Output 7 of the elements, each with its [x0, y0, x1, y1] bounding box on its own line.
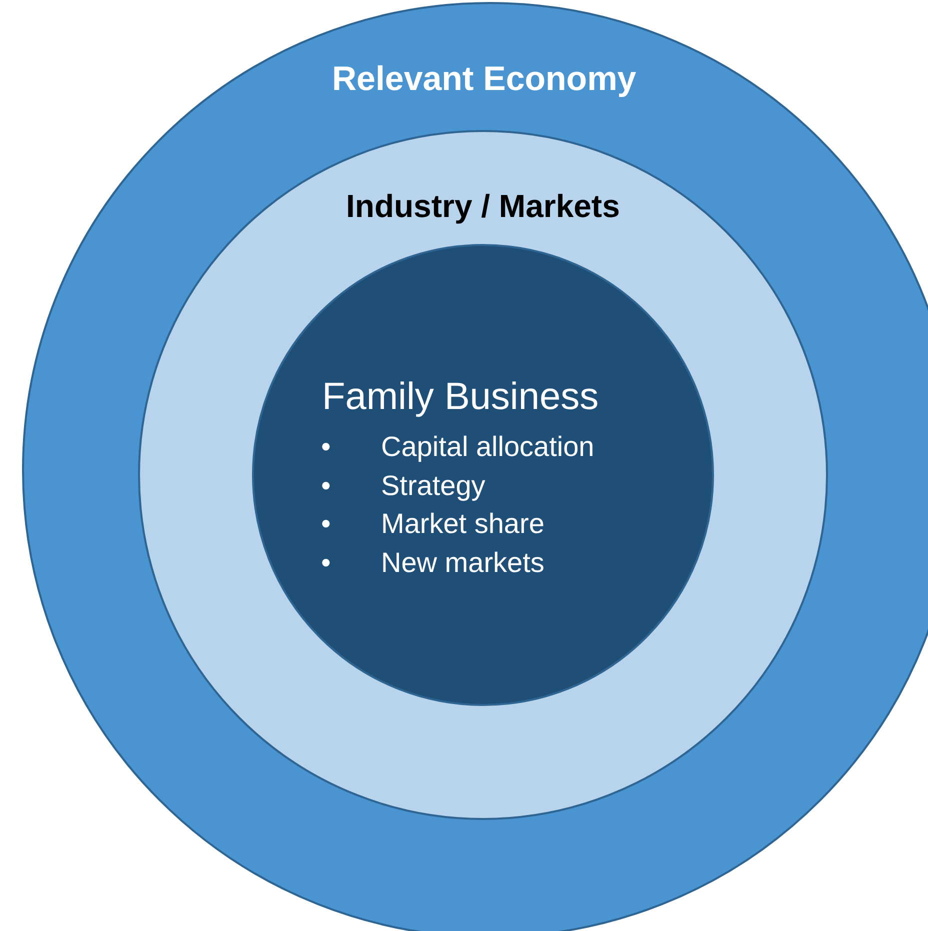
bullet-item: • Market share [321, 507, 544, 541]
heading: Industry / Markets [346, 188, 620, 225]
heading: Relevant Economy [332, 60, 636, 99]
heading: Family Business [322, 376, 599, 419]
bullet-item: • Capital allocation [321, 430, 594, 464]
bullet-item: • Strategy [321, 468, 486, 503]
bullet-item: • New markets [321, 546, 544, 580]
